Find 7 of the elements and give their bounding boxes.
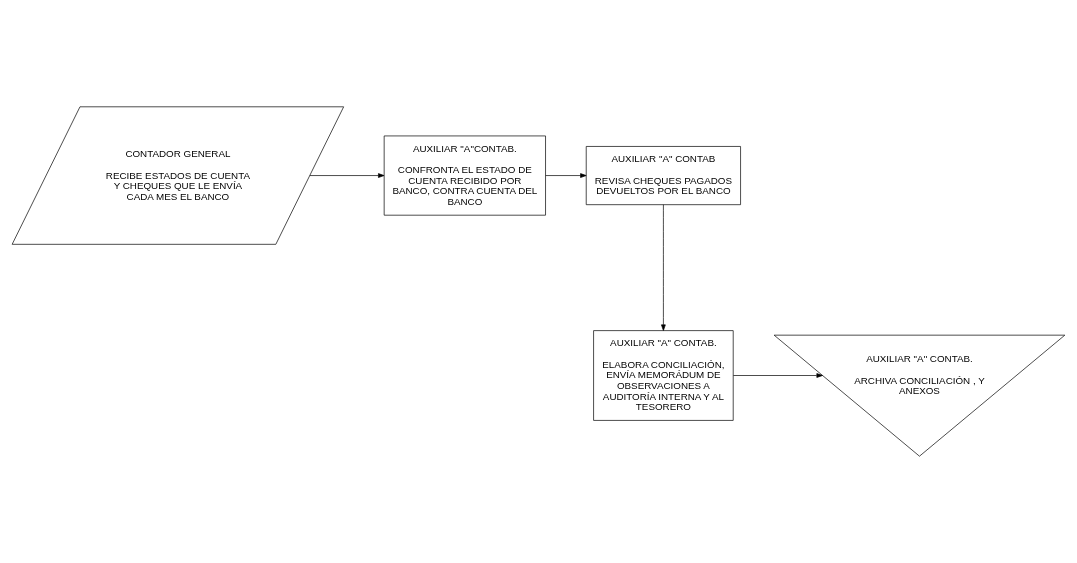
arrow <box>733 373 823 378</box>
arrow <box>545 173 587 178</box>
node-box: AUXILIAR "A" CONTAB REVISA CHEQUES PAGADOS DEVUELTOS POR EL BANCO <box>585 146 741 206</box>
arrow <box>309 173 385 178</box>
node-box: AUXILIAR "A" CONTAB. ELABORA CONCILIACIÓN, ENVÍA MEMORÁDUM DE OBSERVACIONES A AUDITORÍA INTERNA Y AL TESORERO <box>593 330 734 421</box>
arrow <box>661 204 666 331</box>
node-box: AUXILIAR "A"CONTAB. CONFRONTA EL ESTADO DE CUENTA RECIBIDO POR BANCO, CONTRA CUENTA DEL BANCO <box>383 135 546 216</box>
